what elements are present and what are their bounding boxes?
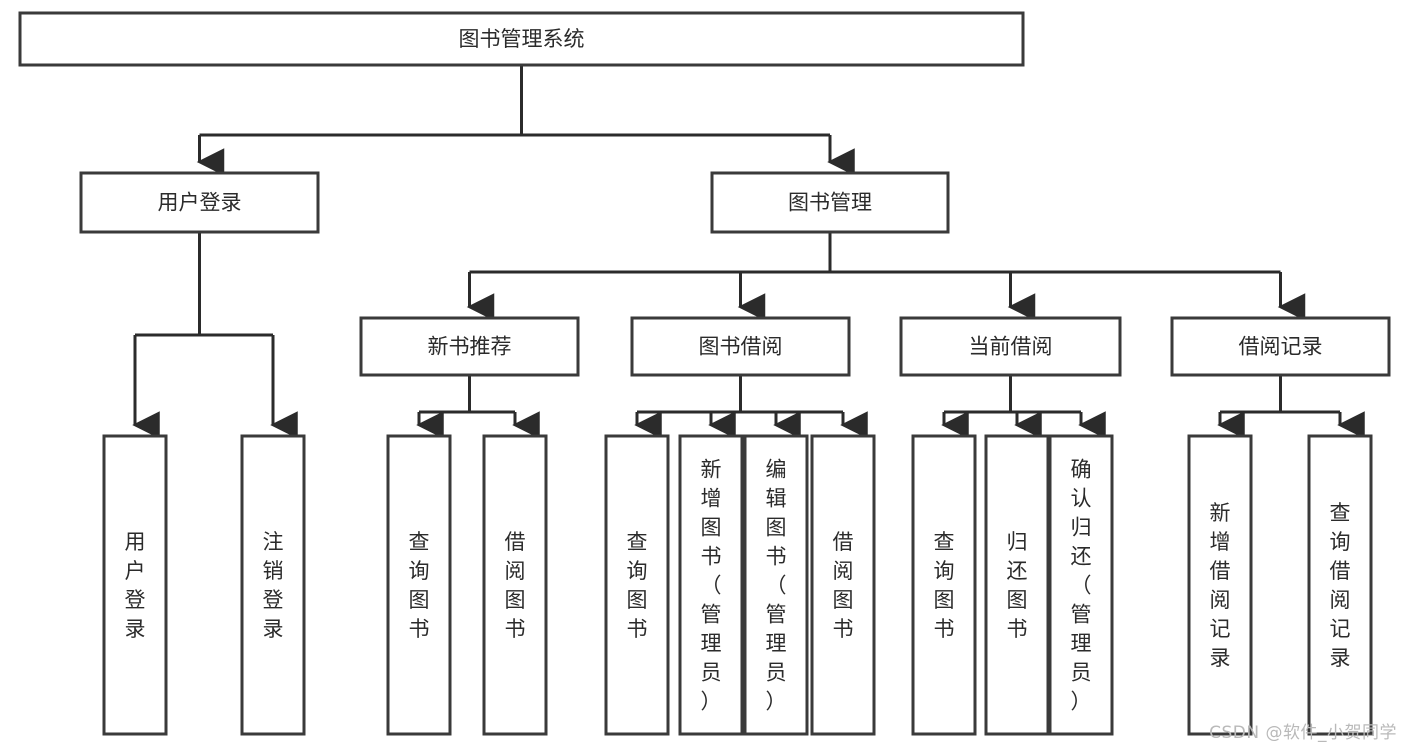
node-leaf-7[interactable]: 借阅图书 [810, 434, 876, 736]
node-leaf-11[interactable]: 新增借阅记录 [1187, 434, 1253, 736]
node-label: 查询图书 [409, 530, 430, 641]
node-box [984, 434, 1050, 736]
node-box [359, 316, 580, 377]
node-label: 用户登录 [125, 530, 146, 641]
node-box [1187, 434, 1253, 736]
node-leaf-4[interactable]: 查询图书 [604, 434, 670, 736]
node-leaf-1[interactable]: 注销登录 [240, 434, 306, 736]
node-label: 查询借阅记录 [1330, 501, 1351, 670]
node-box [240, 434, 306, 736]
node-leaf-12[interactable]: 查询借阅记录 [1307, 434, 1373, 736]
node-box [911, 434, 977, 736]
node-level3-0[interactable]: 新书推荐 [359, 316, 580, 377]
node-label: 查询图书 [627, 530, 648, 641]
node-level2-1[interactable]: 图书管理 [710, 171, 950, 234]
node-label: 当前借阅 [969, 335, 1053, 359]
node-box [1170, 316, 1391, 377]
node-label: 新书推荐 [428, 335, 512, 359]
node-box [1307, 434, 1373, 736]
node-box [604, 434, 670, 736]
node-level2-0[interactable]: 用户登录 [79, 171, 320, 234]
node-label: 确认归还（管理员） [1071, 458, 1092, 714]
node-label: 图书管理系统 [459, 27, 585, 51]
node-label: 编辑图书（管理员） [766, 458, 787, 714]
node-box [482, 434, 548, 736]
node-label: 新增图书（管理员） [701, 458, 722, 714]
connector-layer [132, 65, 1365, 439]
node-box [810, 434, 876, 736]
node-box [102, 434, 168, 736]
node-box [710, 171, 950, 234]
node-leaf-2[interactable]: 查询图书 [386, 434, 452, 736]
node-leaf-5[interactable]: 新增图书（管理员） [678, 434, 744, 736]
node-leaf-10[interactable]: 确认归还（管理员） [1048, 434, 1114, 736]
node-box [743, 434, 809, 736]
node-box [386, 434, 452, 736]
node-label: 归还图书 [1007, 530, 1028, 641]
node-root-0[interactable]: 图书管理系统 [18, 11, 1025, 67]
node-label: 查询图书 [934, 530, 955, 641]
node-label: 图书借阅 [699, 335, 783, 359]
node-label: 借阅记录 [1239, 335, 1323, 359]
node-level3-2[interactable]: 当前借阅 [899, 316, 1122, 377]
node-layer: 图书管理系统用户登录图书管理新书推荐图书借阅当前借阅借阅记录用户登录注销登录查询… [18, 11, 1391, 736]
node-leaf-8[interactable]: 查询图书 [911, 434, 977, 736]
node-leaf-0[interactable]: 用户登录 [102, 434, 168, 736]
node-leaf-3[interactable]: 借阅图书 [482, 434, 548, 736]
node-level3-3[interactable]: 借阅记录 [1170, 316, 1391, 377]
node-label: 借阅图书 [833, 530, 854, 641]
node-leaf-6[interactable]: 编辑图书（管理员） [743, 434, 809, 736]
node-label: 新增借阅记录 [1210, 501, 1231, 670]
node-box [899, 316, 1122, 377]
node-box [678, 434, 744, 736]
node-box [79, 171, 320, 234]
node-label: 注销登录 [263, 530, 284, 641]
node-box [18, 11, 1025, 67]
node-level3-1[interactable]: 图书借阅 [630, 316, 851, 377]
node-label: 图书管理 [788, 191, 872, 215]
node-label: 用户登录 [158, 191, 242, 215]
node-leaf-9[interactable]: 归还图书 [984, 434, 1050, 736]
node-label: 借阅图书 [505, 530, 526, 641]
node-box [1048, 434, 1114, 736]
node-box [630, 316, 851, 377]
